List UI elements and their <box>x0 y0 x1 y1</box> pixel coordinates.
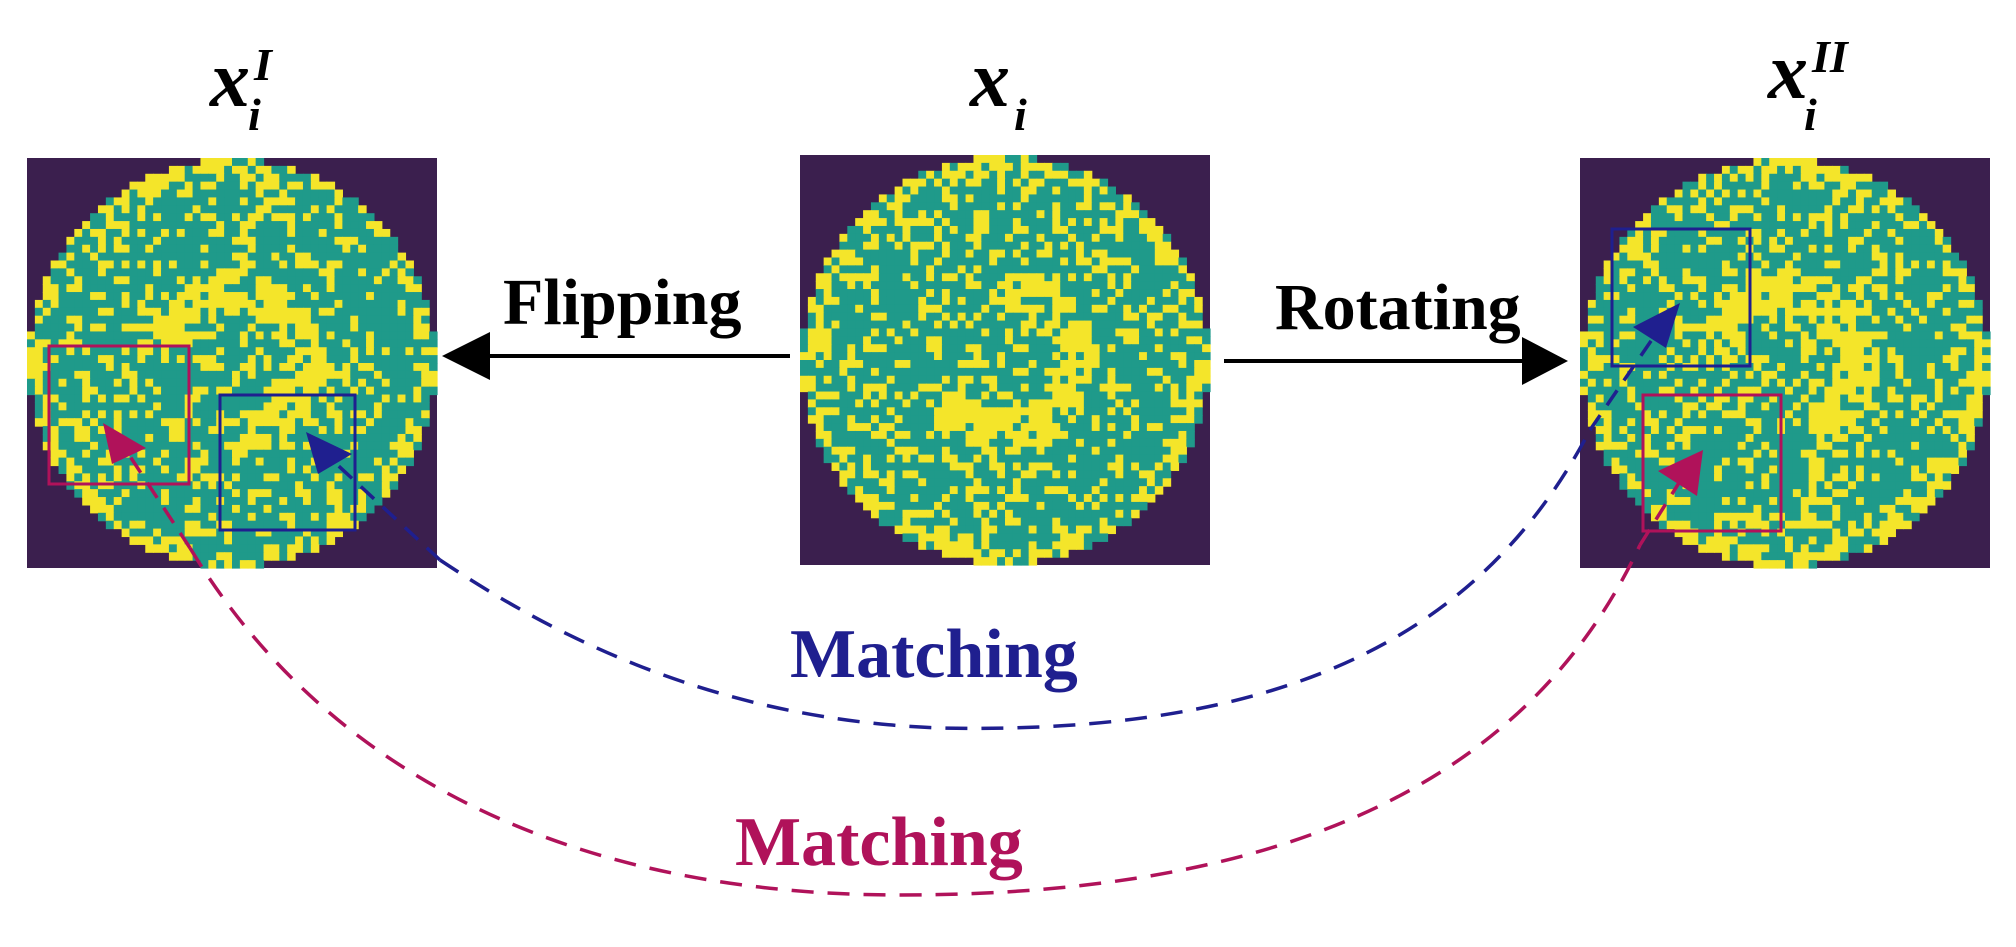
right-blue-arrowhead <box>1633 303 1680 348</box>
label-left-sup: I <box>254 39 272 90</box>
right-crimson-arrowhead <box>1658 450 1703 496</box>
label-left-x: x i I <box>210 40 272 138</box>
rotating-label: Rotating <box>1275 271 1521 344</box>
left-crimson-box <box>47 344 191 486</box>
wafer-map-original <box>800 155 1211 566</box>
wafer-map-flipped <box>27 158 438 569</box>
label-center-x: x i <box>970 40 1027 138</box>
label-right-x: x i II <box>1768 32 1848 138</box>
label-center-base: x <box>970 36 1010 124</box>
flipping-arrow <box>442 332 790 380</box>
blue-dashed-into-right-box <box>1588 321 1666 431</box>
right-blue-box <box>1610 227 1752 368</box>
wafer-map-rotated <box>1580 158 1991 569</box>
label-right-sub: i <box>1804 89 1817 140</box>
label-right-sup: II <box>1812 31 1848 82</box>
left-blue-box <box>218 393 357 532</box>
blue-matching-curve <box>439 429 1592 731</box>
label-center-sub: i <box>1014 89 1027 140</box>
label-right-base: x <box>1768 28 1808 116</box>
crimson-dashed-into-left-box <box>116 437 192 549</box>
matching-label-crimson: Matching <box>735 804 1023 881</box>
matching-label-blue: Matching <box>790 616 1078 693</box>
crimson-matching-curve <box>188 544 1642 897</box>
crimson-dashed-into-right-box <box>1638 477 1684 546</box>
flipping-label: Flipping <box>503 266 742 339</box>
right-crimson-box <box>1641 393 1783 533</box>
label-left-sub: i <box>248 89 261 140</box>
rotating-arrow <box>1224 337 1568 385</box>
left-blue-arrowhead <box>306 432 352 474</box>
label-left-base: x <box>210 36 250 124</box>
left-crimson-arrowhead <box>103 423 146 464</box>
